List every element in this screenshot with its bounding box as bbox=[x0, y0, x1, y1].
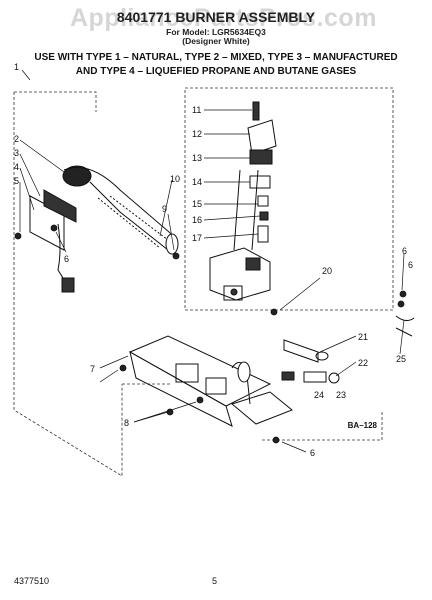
orifice-fittings bbox=[281, 339, 340, 384]
callout-2: 2 bbox=[14, 134, 19, 144]
callout-3: 3 bbox=[14, 148, 19, 158]
callout-25: 25 bbox=[396, 354, 406, 364]
screws bbox=[14, 224, 407, 444]
callout-17: 17 bbox=[192, 233, 202, 243]
callout-5: 5 bbox=[14, 176, 19, 186]
page-title: 8401771 BURNER ASSEMBLY bbox=[116, 9, 316, 25]
callout-14: 14 bbox=[192, 177, 202, 187]
callout-11: 11 bbox=[192, 105, 201, 115]
callout-6-lower: 6 bbox=[310, 448, 315, 458]
callout-9: 9 bbox=[162, 204, 167, 214]
burner-tube bbox=[62, 165, 179, 255]
callout-15: 15 bbox=[192, 199, 202, 209]
callout-10: 10 bbox=[170, 174, 180, 184]
color-subtitle: (Designer White) bbox=[182, 36, 250, 46]
callout-22: 22 bbox=[358, 358, 368, 368]
model-subtitle: For Model: LGR5634EQ3 bbox=[166, 27, 266, 37]
page-number: 5 bbox=[212, 576, 218, 586]
pipe-clip bbox=[395, 315, 415, 337]
callout-24: 24 bbox=[314, 390, 324, 400]
callout-labels: 1 2 3 4 5 6 7 8 9 10 11 12 13 14 15 16 1… bbox=[14, 62, 413, 458]
callout-21: 21 bbox=[358, 332, 368, 342]
outer-frame bbox=[13, 92, 123, 477]
callout-8: 8 bbox=[124, 418, 129, 428]
usage-line-2: AND TYPE 4 – LIQUEFIED PROPANE AND BUTAN… bbox=[75, 66, 357, 77]
callout-12: 12 bbox=[192, 129, 202, 139]
callout-6-extra: 6 bbox=[408, 260, 413, 270]
callout-6: 6 bbox=[64, 254, 69, 264]
usage-line-1: USE WITH TYPE 1 – NATURAL, TYPE 2 – MIXE… bbox=[34, 52, 398, 63]
callout-16: 16 bbox=[192, 215, 202, 225]
reference-code: BA–128 bbox=[347, 421, 377, 430]
callout-20: 20 bbox=[322, 266, 332, 276]
callout-4: 4 bbox=[14, 162, 19, 172]
gas-valve-stack bbox=[209, 101, 277, 301]
igniter-bracket bbox=[29, 189, 77, 293]
callout-6-right: 6 bbox=[402, 246, 407, 256]
callout-1: 1 bbox=[14, 62, 19, 72]
mounting-bracket bbox=[128, 335, 293, 427]
callout-13: 13 bbox=[192, 153, 202, 163]
watermark: AppliancePartsPros.com bbox=[70, 4, 377, 32]
callout-23: 23 bbox=[336, 390, 346, 400]
callout-7: 7 bbox=[90, 364, 95, 374]
doc-number: 4377510 bbox=[14, 576, 50, 586]
